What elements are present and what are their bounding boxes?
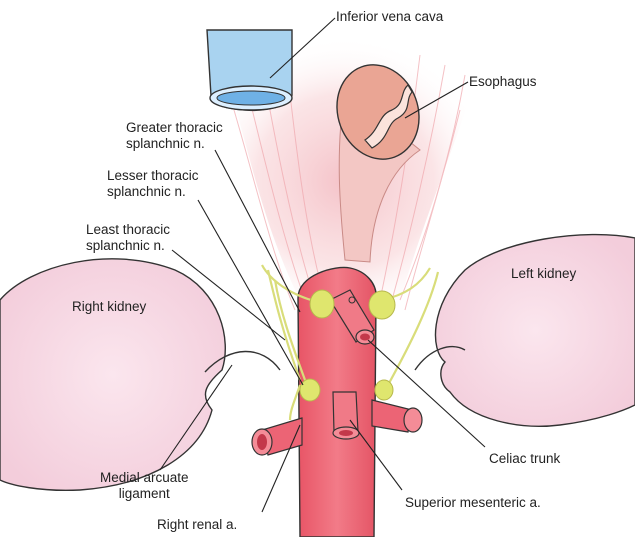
label-right-renal-artery: Right renal a. xyxy=(157,517,237,533)
label-medial-line1: Medial arcuate xyxy=(100,470,189,486)
label-celiac-trunk: Celiac trunk xyxy=(489,451,560,467)
right-kidney xyxy=(0,259,225,491)
label-medial-line2: ligament xyxy=(100,486,189,502)
label-right-kidney: Right kidney xyxy=(72,299,146,315)
label-greater-thoracic-splanchnic: Greater thoracic splanchnic n. xyxy=(126,120,223,152)
label-least-thoracic-splanchnic: Least thoracic splanchnic n. xyxy=(86,222,170,254)
label-least-line1: Least thoracic xyxy=(86,222,170,238)
label-greater-line1: Greater thoracic xyxy=(126,120,223,136)
left-kidney xyxy=(435,235,635,427)
label-superior-mesenteric-artery: Superior mesenteric a. xyxy=(405,495,541,511)
label-left-kidney: Left kidney xyxy=(511,266,576,282)
label-lesser-line2: splanchnic n. xyxy=(107,184,199,200)
label-greater-line2: splanchnic n. xyxy=(126,136,223,152)
label-medial-arcuate-ligament: Medial arcuate ligament xyxy=(100,470,189,502)
label-least-line2: splanchnic n. xyxy=(86,238,170,254)
label-esophagus: Esophagus xyxy=(469,74,537,90)
label-lesser-thoracic-splanchnic: Lesser thoracic splanchnic n. xyxy=(107,168,199,200)
label-lesser-line1: Lesser thoracic xyxy=(107,168,199,184)
label-inferior-vena-cava: Inferior vena cava xyxy=(336,9,443,25)
